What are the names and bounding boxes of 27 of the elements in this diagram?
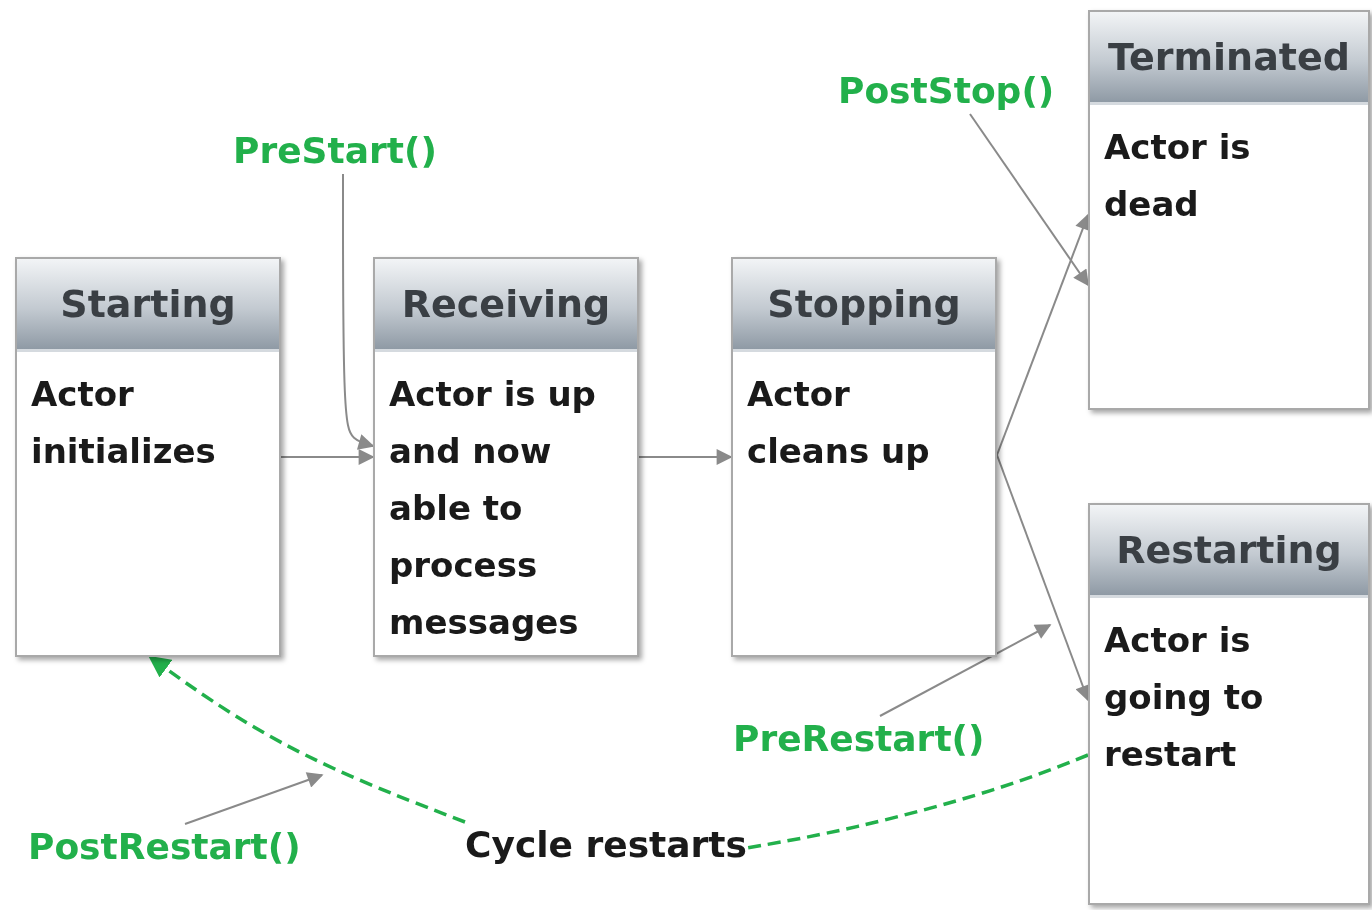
flow-label: Cycle restarts <box>465 822 747 868</box>
leader-arrow <box>184 772 324 825</box>
state-title: Receiving <box>375 259 637 352</box>
arrow <box>638 449 733 465</box>
state-description: Actor cleans up <box>746 373 931 473</box>
method-label: PreRestart() <box>733 716 985 762</box>
dashed-arrow <box>148 655 466 824</box>
method-label: PostStop() <box>838 68 1055 114</box>
state-description: Actor is dead <box>1103 126 1252 226</box>
state-title: Terminated <box>1090 12 1368 105</box>
state-box <box>1088 503 1370 905</box>
state-box <box>15 257 281 657</box>
state-description: Actor initializes <box>30 373 217 473</box>
arrow <box>280 449 375 465</box>
leader-arrow <box>879 624 1052 717</box>
method-label: PreStart() <box>233 128 437 174</box>
state-box <box>731 257 997 657</box>
state-title: Starting <box>17 259 279 352</box>
state-title: Stopping <box>733 259 995 352</box>
method-label: PostRestart() <box>28 824 301 870</box>
state-box <box>1088 10 1370 410</box>
state-box <box>373 257 639 657</box>
arrow <box>342 173 375 450</box>
state-description: Actor is up and now able to process messages <box>388 373 597 644</box>
state-description: Actor is going to restart <box>1103 619 1265 776</box>
state-title: Restarting <box>1090 505 1368 598</box>
arrow <box>969 113 1089 287</box>
